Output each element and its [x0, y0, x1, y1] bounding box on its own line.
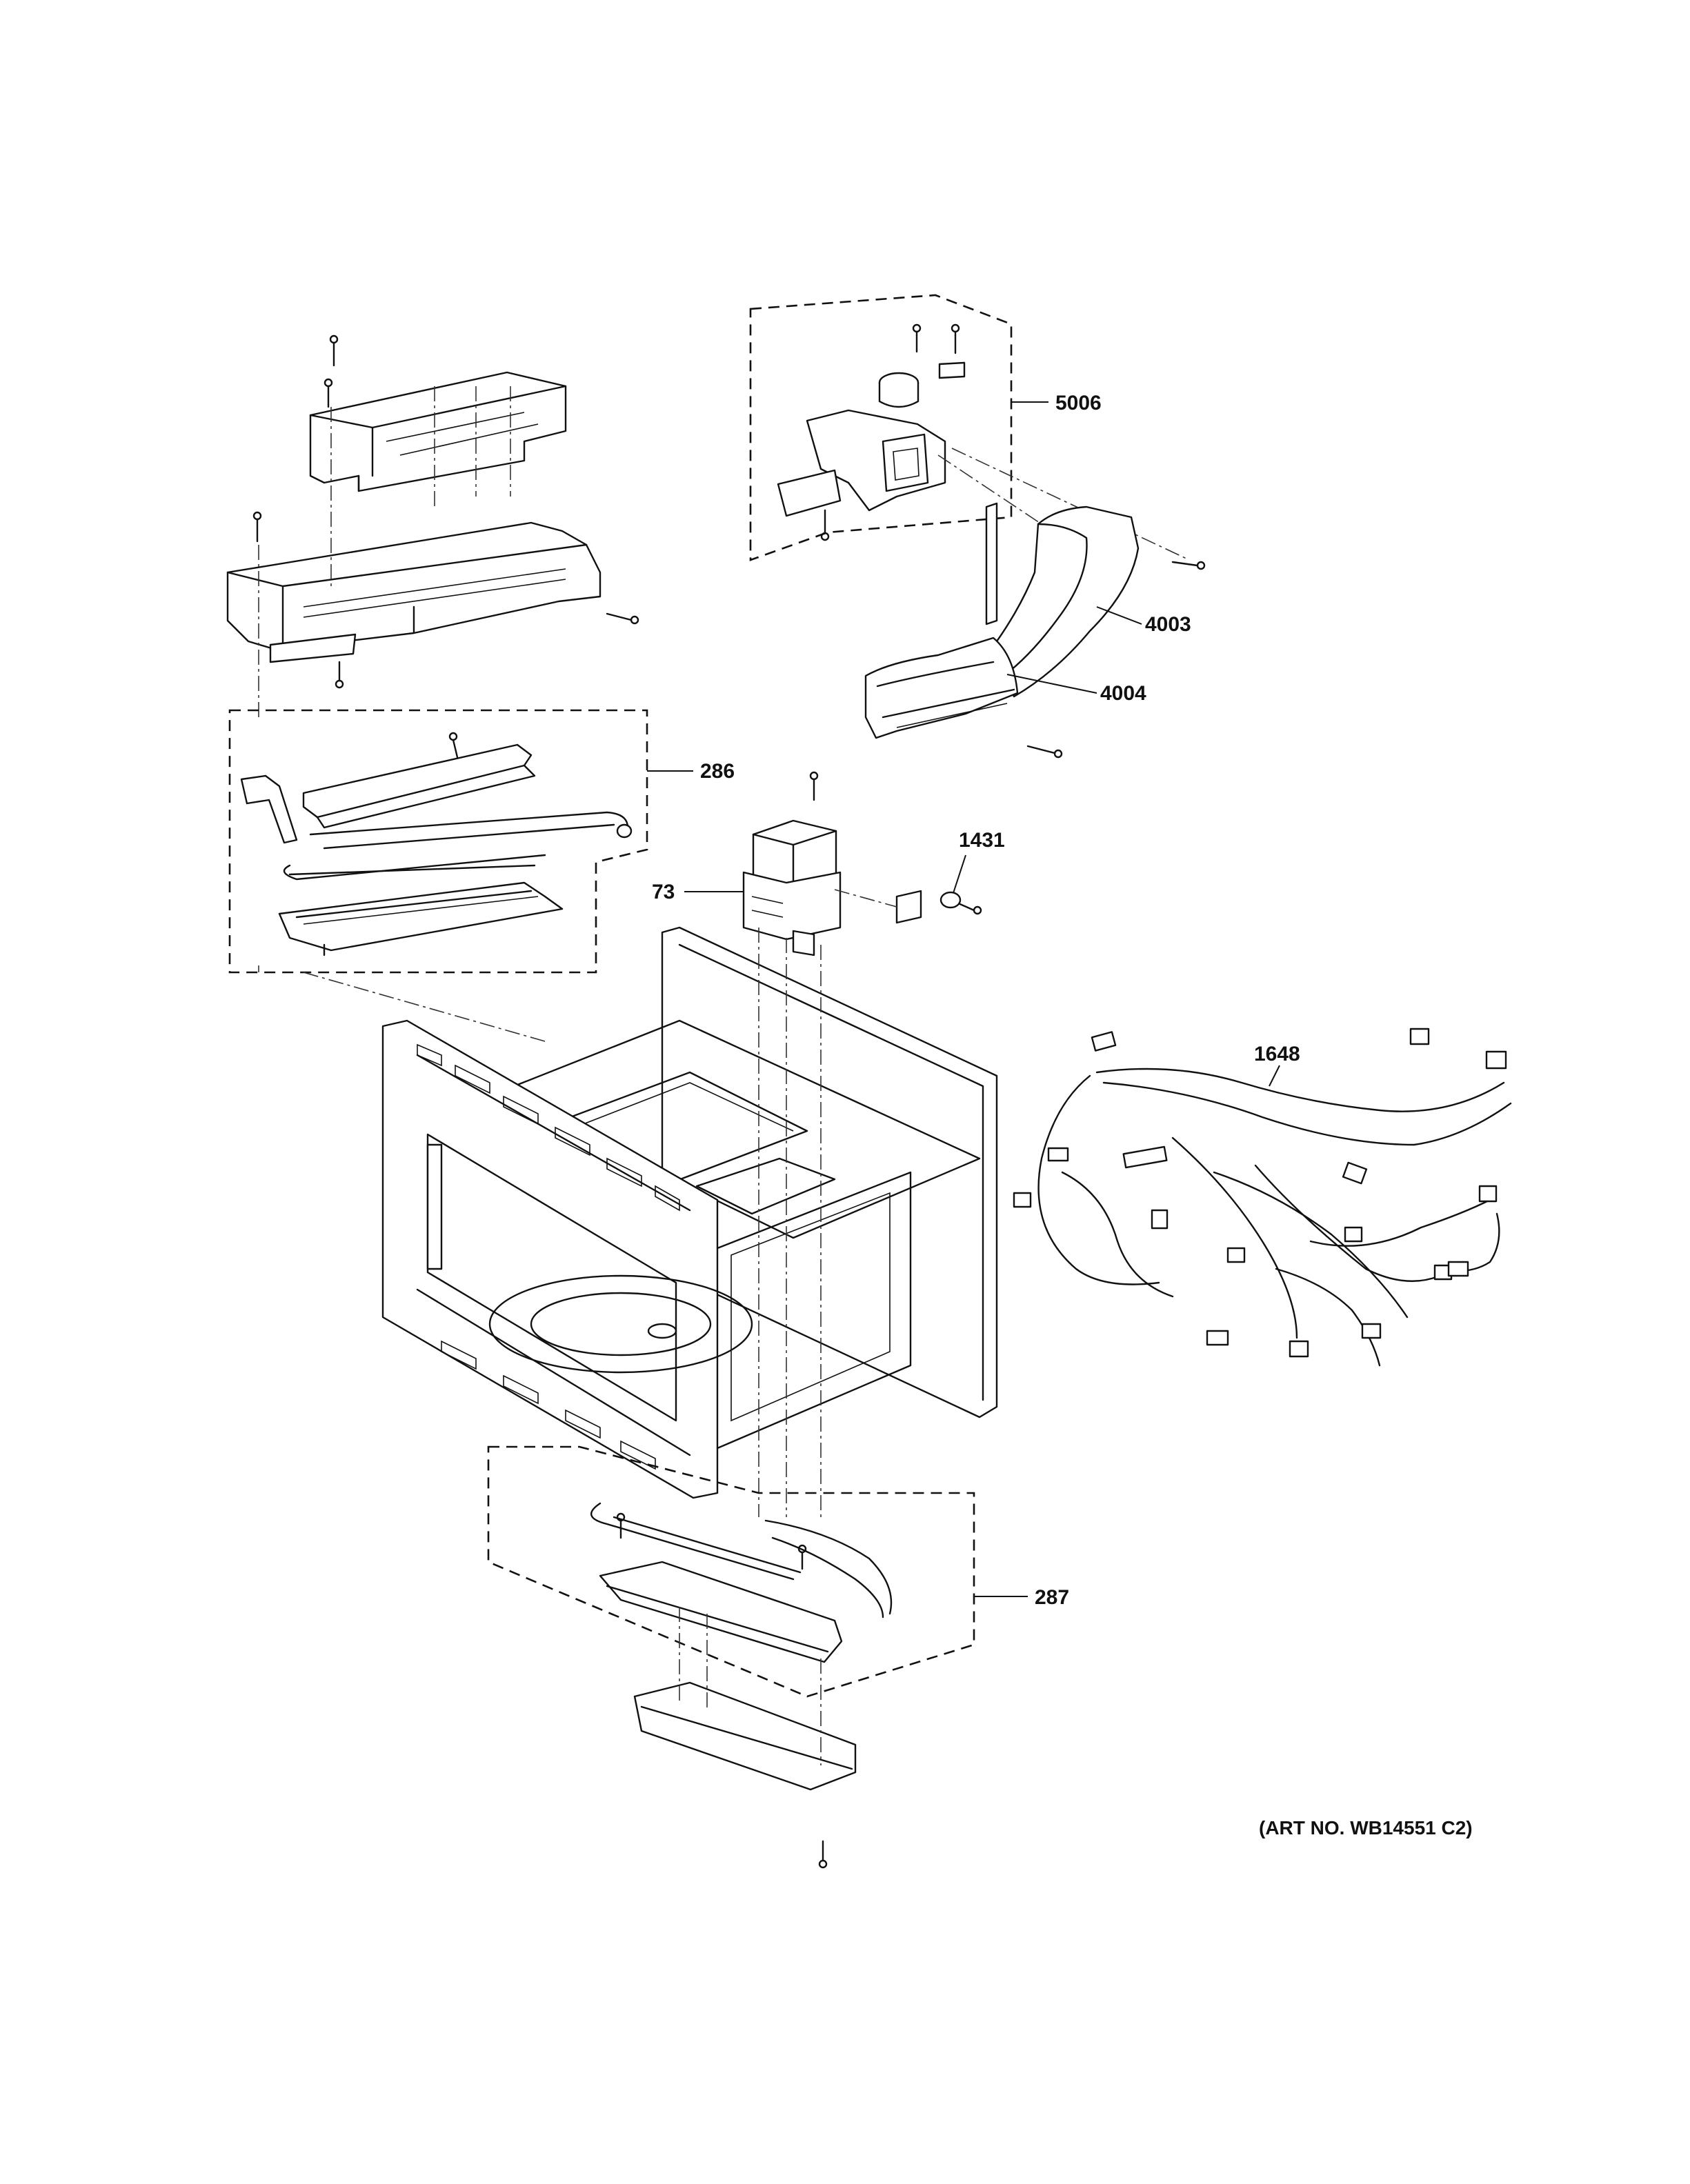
art-number: (ART NO. WB14551 C2)	[1259, 1817, 1473, 1839]
top-vent-bracket	[226, 334, 639, 717]
callout-73: 73	[652, 881, 675, 903]
air-ducts	[864, 502, 1206, 759]
callout-5006: 5006	[1055, 392, 1102, 414]
heater-assembly	[228, 709, 648, 1042]
magnetron-sensor	[742, 771, 982, 956]
wire-harness	[1013, 1028, 1512, 1367]
callout-4003: 4003	[1145, 613, 1191, 636]
callout-1648: 1648	[1254, 1043, 1300, 1065]
callout-286: 286	[700, 760, 735, 783]
callout-4004: 4004	[1100, 682, 1146, 705]
oven-cavity	[381, 926, 998, 1517]
callout-287: 287	[1035, 1586, 1069, 1609]
lamp-assembly	[487, 1445, 975, 1869]
leader-lines	[647, 401, 1280, 1597]
damper-assembly	[749, 294, 1187, 561]
callout-1431: 1431	[959, 829, 1005, 852]
